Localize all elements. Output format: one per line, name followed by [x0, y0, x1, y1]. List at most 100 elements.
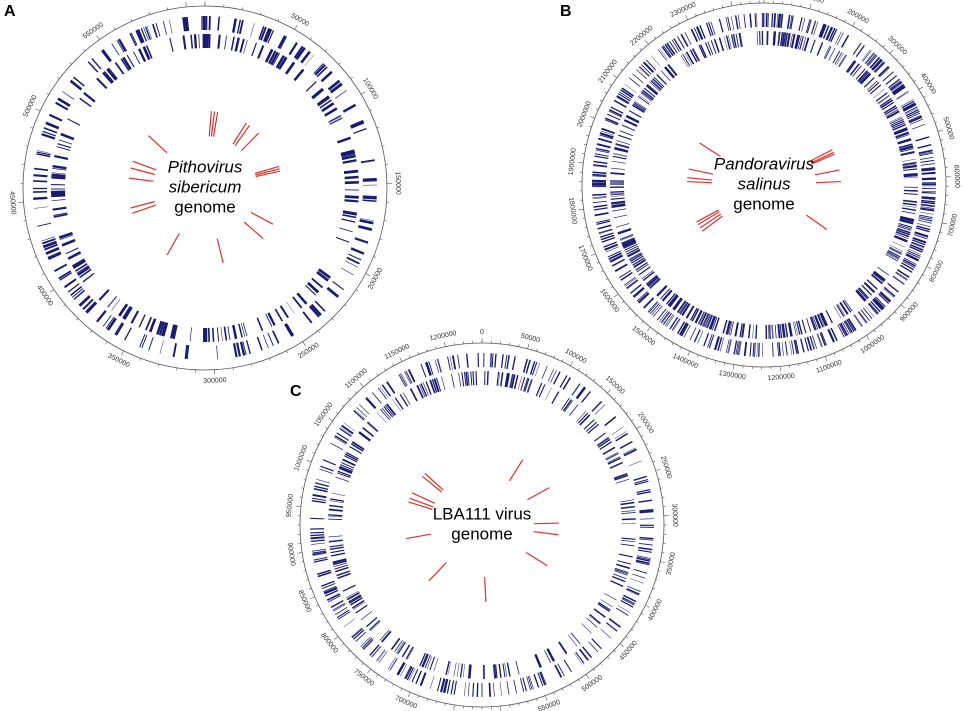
- gene-mark: [879, 67, 890, 78]
- gene-mark: [550, 369, 557, 383]
- gene-mark: [52, 167, 67, 171]
- gene-mark: [627, 585, 641, 593]
- gene-mark: [718, 18, 724, 33]
- major-tick: [607, 389, 612, 394]
- gene-mark: [504, 663, 508, 678]
- gene-mark: [596, 220, 611, 225]
- minor-tick: [46, 92, 50, 95]
- gene-mark: [699, 312, 707, 326]
- gene-mark: [609, 255, 624, 263]
- gene-mark: [609, 109, 623, 117]
- minor-tick: [894, 311, 897, 314]
- gene-mark: [801, 17, 806, 32]
- gene-mark: [341, 152, 356, 157]
- gene-mark: [585, 421, 597, 432]
- gene-mark: [679, 302, 689, 315]
- gene-mark: [867, 55, 878, 67]
- highlight-mark: [815, 180, 841, 184]
- gene-mark: [839, 302, 848, 315]
- minor-tick: [913, 79, 917, 82]
- gene-mark: [344, 195, 359, 199]
- gene-mark: [634, 101, 647, 110]
- gene-mark: [897, 269, 910, 278]
- gene-mark: [903, 200, 918, 203]
- gene-mark: [669, 41, 678, 54]
- minor-tick: [444, 703, 446, 706]
- gene-mark: [727, 320, 732, 335]
- gene-mark: [643, 297, 655, 309]
- gene-mark: [661, 289, 672, 301]
- gene-mark: [885, 253, 899, 262]
- gene-mark: [69, 79, 83, 91]
- major-tick: [365, 273, 371, 277]
- gene-mark: [725, 320, 731, 335]
- gene-mark: [581, 391, 591, 403]
- major-tick: [444, 341, 446, 347]
- tick-label: 2300000: [669, 1, 697, 19]
- gene-mark: [362, 195, 377, 198]
- major-tick: [302, 341, 306, 346]
- gene-mark: [896, 134, 910, 140]
- gene-mark: [41, 238, 56, 245]
- gene-mark: [604, 243, 618, 250]
- major-tick: [585, 674, 590, 679]
- gene-mark: [610, 106, 624, 114]
- tick-label: 2000000: [576, 100, 593, 128]
- minor-tick: [335, 411, 339, 414]
- gene-mark: [642, 271, 655, 281]
- gene-mark: [677, 300, 687, 314]
- gene-mark: [911, 241, 925, 248]
- gene-mark: [903, 103, 917, 112]
- gene-mark: [451, 373, 455, 388]
- gene-mark: [897, 139, 912, 145]
- gene-mark: [582, 646, 593, 659]
- gene-mark: [359, 431, 371, 441]
- gene-mark: [794, 339, 798, 354]
- gene-mark: [327, 595, 341, 603]
- gene-mark: [903, 177, 918, 179]
- gene-mark: [328, 515, 343, 518]
- highlight-mark: [701, 215, 723, 232]
- minor-tick: [312, 451, 315, 454]
- gene-mark: [352, 441, 365, 450]
- gene-mark: [710, 40, 717, 54]
- gene-mark: [362, 177, 377, 182]
- gene-mark: [902, 164, 917, 169]
- gene-mark: [826, 26, 833, 41]
- gene-mark: [239, 341, 245, 356]
- gene-mark: [910, 244, 924, 251]
- gene-mark: [756, 342, 758, 357]
- gene-mark: [587, 423, 599, 434]
- gene-mark: [699, 44, 708, 58]
- gene-mark: [397, 641, 406, 655]
- gene-mark: [83, 92, 96, 103]
- major-tick: [544, 695, 548, 701]
- gene-mark: [887, 249, 901, 258]
- gene-mark: [740, 32, 743, 47]
- gene-mark: [886, 252, 899, 260]
- gene-mark: [67, 283, 80, 293]
- gene-mark: [311, 542, 326, 545]
- gene-mark: [672, 319, 681, 332]
- minor-tick: [906, 297, 910, 300]
- gene-mark: [772, 324, 774, 339]
- minor-tick: [305, 469, 309, 471]
- gene-mark: [821, 312, 828, 326]
- gene-mark: [558, 641, 568, 655]
- tick-label: 500000: [941, 116, 955, 140]
- gene-mark: [871, 59, 883, 71]
- tick-label: 200000: [846, 8, 870, 26]
- gene-mark: [795, 339, 800, 354]
- gene-mark: [598, 229, 613, 234]
- minor-tick: [368, 378, 371, 382]
- gene-mark: [838, 54, 847, 68]
- gene-mark: [719, 337, 725, 352]
- gene-mark: [450, 680, 455, 695]
- gene-mark: [78, 295, 90, 306]
- gene-mark: [888, 79, 900, 89]
- gene-mark: [559, 375, 568, 388]
- gene-mark: [599, 232, 614, 238]
- gene-mark: [669, 316, 679, 330]
- gene-mark: [822, 25, 830, 39]
- gene-mark: [404, 665, 412, 679]
